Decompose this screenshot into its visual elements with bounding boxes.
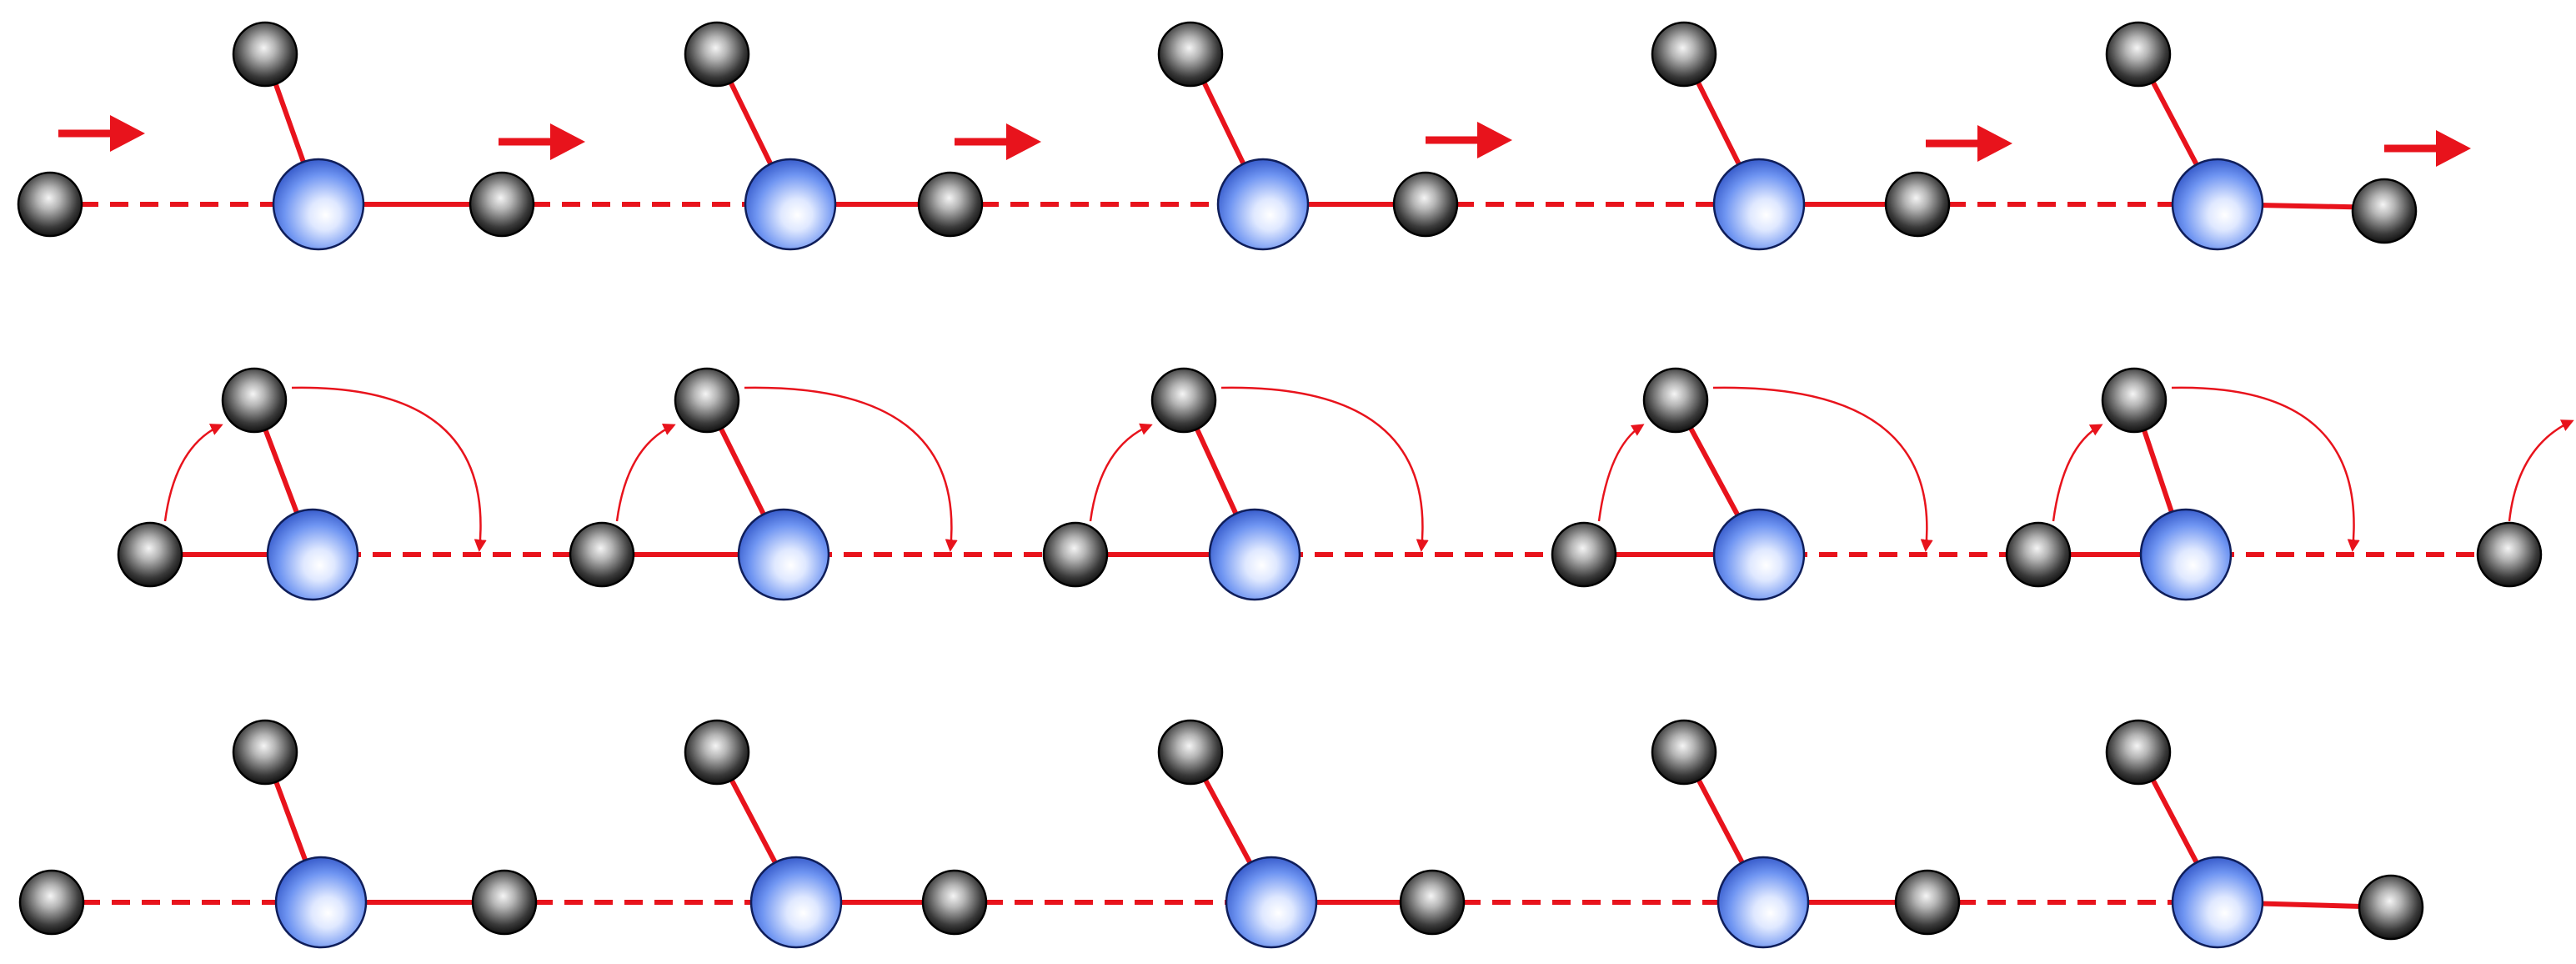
- side-atom-left: [1042, 521, 1109, 588]
- row-1-translation: [17, 21, 2471, 251]
- side-atom-top: [1157, 21, 1224, 88]
- rotation-arrow-up: [2052, 424, 2103, 522]
- side-atom-right: [1884, 171, 1951, 238]
- center-atom: [2171, 856, 2264, 949]
- side-atom-top: [2101, 367, 2168, 434]
- rotation-arrow-up: [2508, 419, 2574, 522]
- side-atom-left: [2476, 521, 2543, 588]
- rotation-arrow-over: [1712, 386, 1933, 552]
- translation-arrow-head: [1977, 125, 2012, 162]
- center-atom: [1716, 856, 1810, 949]
- rotation-arrow-up: [163, 424, 223, 522]
- center-atom: [1712, 158, 1806, 251]
- side-atom-top: [2105, 21, 2172, 88]
- center-atom: [749, 856, 843, 949]
- side-atom-top: [1150, 367, 1217, 434]
- rotation-arrow-up: [1597, 424, 1645, 522]
- center-atom: [1712, 508, 1806, 601]
- rotation-arrow-over: [744, 386, 958, 552]
- rotation-arrow-up: [1089, 423, 1153, 522]
- translation-arrow-head: [1477, 122, 1512, 158]
- translation-arrow-head: [2436, 130, 2471, 167]
- center-atom: [744, 158, 837, 251]
- side-atom-top: [1642, 367, 1709, 434]
- side-atom-top: [1651, 719, 1717, 786]
- center-atom: [2171, 158, 2264, 251]
- translation-arrow-head: [1006, 123, 1041, 160]
- side-atom-right: [1399, 869, 1466, 936]
- side-atom-left: [1551, 521, 1617, 588]
- rotation-arrow-over: [291, 386, 487, 552]
- side-atom-top: [1157, 719, 1224, 786]
- side-atom-top: [684, 719, 750, 786]
- rotation-arrow-over: [1220, 386, 1429, 552]
- center-atom: [737, 508, 830, 601]
- side-atom-top: [674, 367, 740, 434]
- side-atom-right: [2351, 178, 2418, 244]
- side-atom-right: [1894, 869, 1961, 936]
- side-atom-left: [18, 869, 85, 936]
- side-atom-top: [232, 719, 298, 786]
- rotation-arrow-up: [615, 424, 676, 522]
- center-atom: [272, 158, 365, 251]
- side-atom-right: [2358, 874, 2424, 941]
- center-atom: [1216, 158, 1310, 251]
- center-atom: [1225, 856, 1318, 949]
- center-atom: [266, 508, 359, 601]
- row-3-result: [18, 719, 2424, 949]
- side-atom-left: [569, 521, 635, 588]
- side-atom-right: [921, 869, 988, 936]
- center-atom: [1208, 508, 1301, 601]
- row-2-rotation: [117, 367, 2574, 601]
- center-atom: [2139, 508, 2233, 601]
- side-atom-right: [1392, 171, 1459, 238]
- side-atom-left: [17, 171, 83, 238]
- side-atom-top: [1651, 21, 1717, 88]
- translation-arrow-head: [550, 123, 585, 160]
- side-atom-right: [469, 171, 535, 238]
- side-atom-top: [684, 21, 750, 88]
- translation-arrow-head: [110, 115, 145, 152]
- side-atom-right: [917, 171, 984, 238]
- center-atom: [274, 856, 368, 949]
- rotation-arrow-over: [2171, 386, 2360, 552]
- side-atom-top: [2105, 719, 2172, 786]
- side-atom-left: [2005, 521, 2072, 588]
- side-atom-top: [221, 367, 288, 434]
- side-atom-right: [471, 869, 538, 936]
- side-atom-left: [117, 521, 183, 588]
- side-atom-top: [232, 21, 298, 88]
